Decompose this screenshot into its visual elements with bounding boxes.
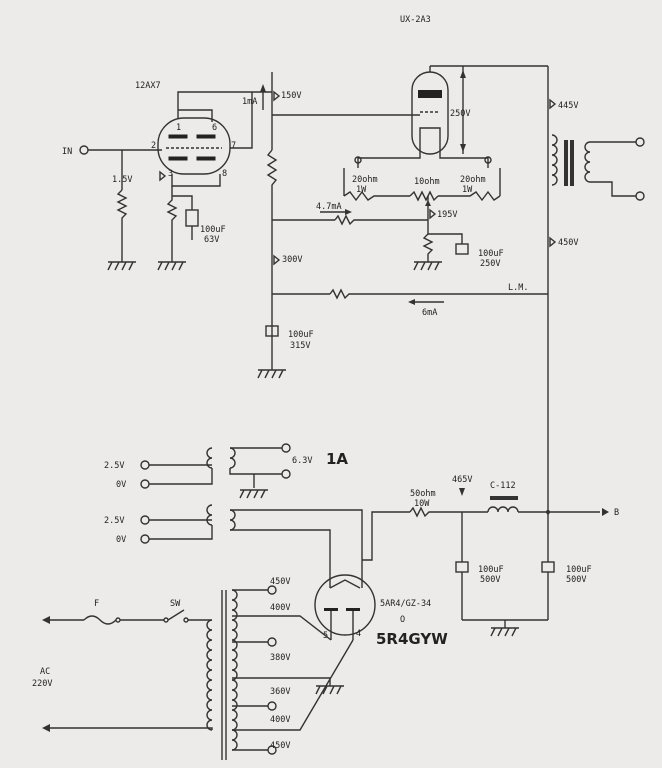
- filter-cap-1-voltage: 500V: [480, 575, 500, 585]
- cathode-current: 4.7mA: [316, 202, 342, 212]
- choke: [487, 506, 519, 513]
- driver-tube: [157, 117, 231, 175]
- terminal-0v-b: [140, 534, 150, 544]
- pin-8: 8: [222, 169, 227, 179]
- filament-current: 1A: [326, 450, 348, 468]
- handwritten-5r4gyw: 5R4GYW: [376, 630, 448, 648]
- output-cathode-cap-voltage: 250V: [480, 259, 500, 269]
- tap-380v-label: 380V: [270, 653, 290, 663]
- ground-symbol-4: [413, 261, 442, 271]
- handwritten-o: O: [400, 615, 405, 625]
- tap-400v-a-label: 400V: [270, 603, 290, 613]
- output-plate-voltage: 250V: [450, 109, 470, 119]
- terminal-2-5v-b: [140, 515, 150, 525]
- choke-label: C-112: [490, 481, 516, 491]
- cathode-cap-value: 100uF: [200, 225, 226, 235]
- transformer-primary: [206, 619, 213, 731]
- lm-current: 6mA: [422, 308, 437, 318]
- tap-360v: [267, 701, 277, 711]
- decoupling-cap-voltage: 315V: [290, 341, 310, 351]
- tap-450v-a-label: 450V: [270, 577, 290, 587]
- title: UX-2A3: [400, 15, 431, 25]
- filter-cap-2-voltage: 500V: [566, 575, 586, 585]
- ac-label: AC: [40, 667, 50, 677]
- hv-secondary: [231, 589, 238, 751]
- decoupling-capacitor: [265, 325, 279, 337]
- grid-resistor: [116, 189, 128, 255]
- label-2-5v-a: 2.5V: [104, 461, 124, 471]
- ground-symbol: [107, 255, 136, 271]
- ot-b-plus-voltage: 450V: [558, 238, 578, 248]
- ot-plate-voltage: 445V: [558, 101, 578, 111]
- cathode-cap-voltage: 63V: [204, 235, 219, 245]
- ac-voltage: 220V: [32, 679, 52, 689]
- output-cathode-capacitor: [455, 243, 469, 255]
- label-0v-b: 0V: [116, 535, 126, 545]
- hum-resistor-b-watt: 1W: [462, 185, 473, 195]
- speaker-terminal-2: [635, 191, 645, 201]
- cathode-capacitor: [185, 209, 199, 227]
- tap-400v-b-label: 400V: [270, 715, 290, 725]
- ground-symbol-5: [239, 489, 268, 499]
- input-label: IN: [62, 147, 72, 157]
- plate-voltage: 150V: [281, 91, 301, 101]
- filter-resistor-watt: 10W: [414, 499, 430, 509]
- pin-2: 2: [151, 141, 156, 151]
- ground-symbol-6: [490, 627, 519, 637]
- hum-pot-value: 10ohm: [414, 177, 440, 187]
- output-transformer-secondary: [584, 141, 591, 183]
- filter-capacitor-1: [455, 561, 469, 573]
- ground-symbol-2: [157, 255, 186, 271]
- hum-resistor-a-value: 20ohm: [352, 175, 378, 185]
- tap-450v-b-label: 450V: [270, 741, 290, 751]
- driver-tube-label: 12AX7: [135, 81, 161, 91]
- filter-capacitor-2: [541, 561, 555, 573]
- terminal-6-3v-1: [281, 443, 291, 453]
- label-2-5v-b: 2.5V: [104, 516, 124, 526]
- speaker-terminal-1: [635, 137, 645, 147]
- rectifier-tube: [314, 574, 376, 636]
- power-switch: [167, 609, 185, 621]
- tap-380v: [267, 637, 277, 647]
- switch-label: SW: [170, 599, 181, 609]
- output-tube: [411, 71, 449, 155]
- pin-1: 1: [176, 123, 181, 133]
- hum-resistor-a-watt: 1W: [356, 185, 367, 195]
- filament-voltage: 6.3V: [292, 456, 312, 466]
- b-plus-300: 300V: [282, 255, 302, 265]
- terminal-6-3v-2: [281, 469, 291, 479]
- pin-6: 6: [212, 123, 217, 133]
- filter-cap-2-value: 100uF: [566, 565, 592, 575]
- terminal-2-5v-a: [140, 460, 150, 470]
- rectified-voltage: 465V: [452, 475, 472, 485]
- output-transformer-primary: [551, 134, 558, 186]
- pin-3: 3: [168, 169, 173, 179]
- terminal-0v-a: [140, 479, 150, 489]
- filter-cap-1-value: 100uF: [478, 565, 504, 575]
- hum-resistor-b-value: 20ohm: [460, 175, 486, 185]
- tap-450v-b: [267, 745, 277, 755]
- plate-current: 1mA: [242, 97, 257, 107]
- rectifier-label: 5AR4/GZ-34: [380, 599, 431, 609]
- decoupling-cap-value: 100uF: [288, 330, 314, 340]
- ground-symbol-3: [257, 369, 286, 379]
- lm-label: L.M.: [508, 283, 528, 293]
- plate-resistor: [266, 149, 278, 370]
- tap-360v-label: 360V: [270, 687, 290, 697]
- rect-pin-4: 4: [356, 629, 361, 639]
- fuse: [83, 615, 117, 625]
- tap-450v-a: [267, 585, 277, 595]
- label-0v-a: 0V: [116, 480, 126, 490]
- fuse-label: F: [94, 599, 99, 609]
- bias-voltage: 1.5V: [112, 175, 132, 185]
- input-terminal: [79, 145, 89, 155]
- pin-7: 7: [231, 141, 236, 151]
- output-cathode-cap-value: 100uF: [478, 249, 504, 259]
- filter-resistor-value: 50ohm: [410, 489, 436, 499]
- output-cathode-voltage: 195V: [437, 210, 457, 220]
- ground-symbol-7: [315, 685, 344, 695]
- b-plus-output: B: [614, 508, 619, 518]
